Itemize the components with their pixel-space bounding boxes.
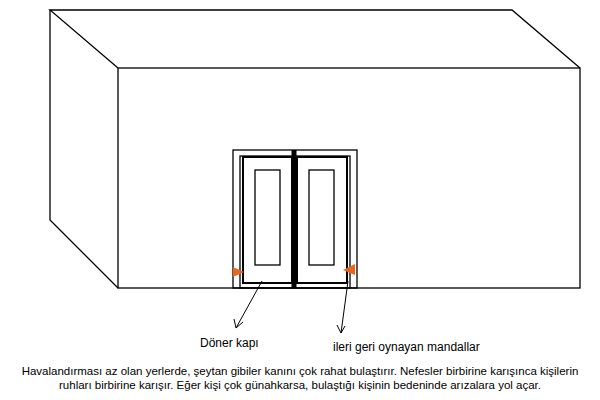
door-panel: [255, 170, 280, 265]
door-frame: [233, 150, 357, 288]
latch-label: ileri geri oynayan mandallar: [333, 340, 480, 354]
leader-line: [236, 281, 262, 328]
door-panel: [309, 170, 334, 265]
caption: Havalandırması az olan yerlerde, şeytan …: [6, 364, 594, 392]
latch: [343, 264, 355, 275]
leader-arrowhead: [234, 319, 243, 328]
door-leaf: [243, 157, 292, 283]
door-center-post: [292, 150, 297, 288]
door-label: Döner kapı: [200, 336, 259, 350]
top-face: [50, 10, 580, 68]
door-leaf: [297, 157, 347, 283]
leader-arrowhead: [337, 325, 345, 333]
side-face: [50, 10, 118, 288]
leader-line: [341, 281, 348, 333]
latch: [233, 267, 244, 277]
front-face: [118, 68, 580, 288]
